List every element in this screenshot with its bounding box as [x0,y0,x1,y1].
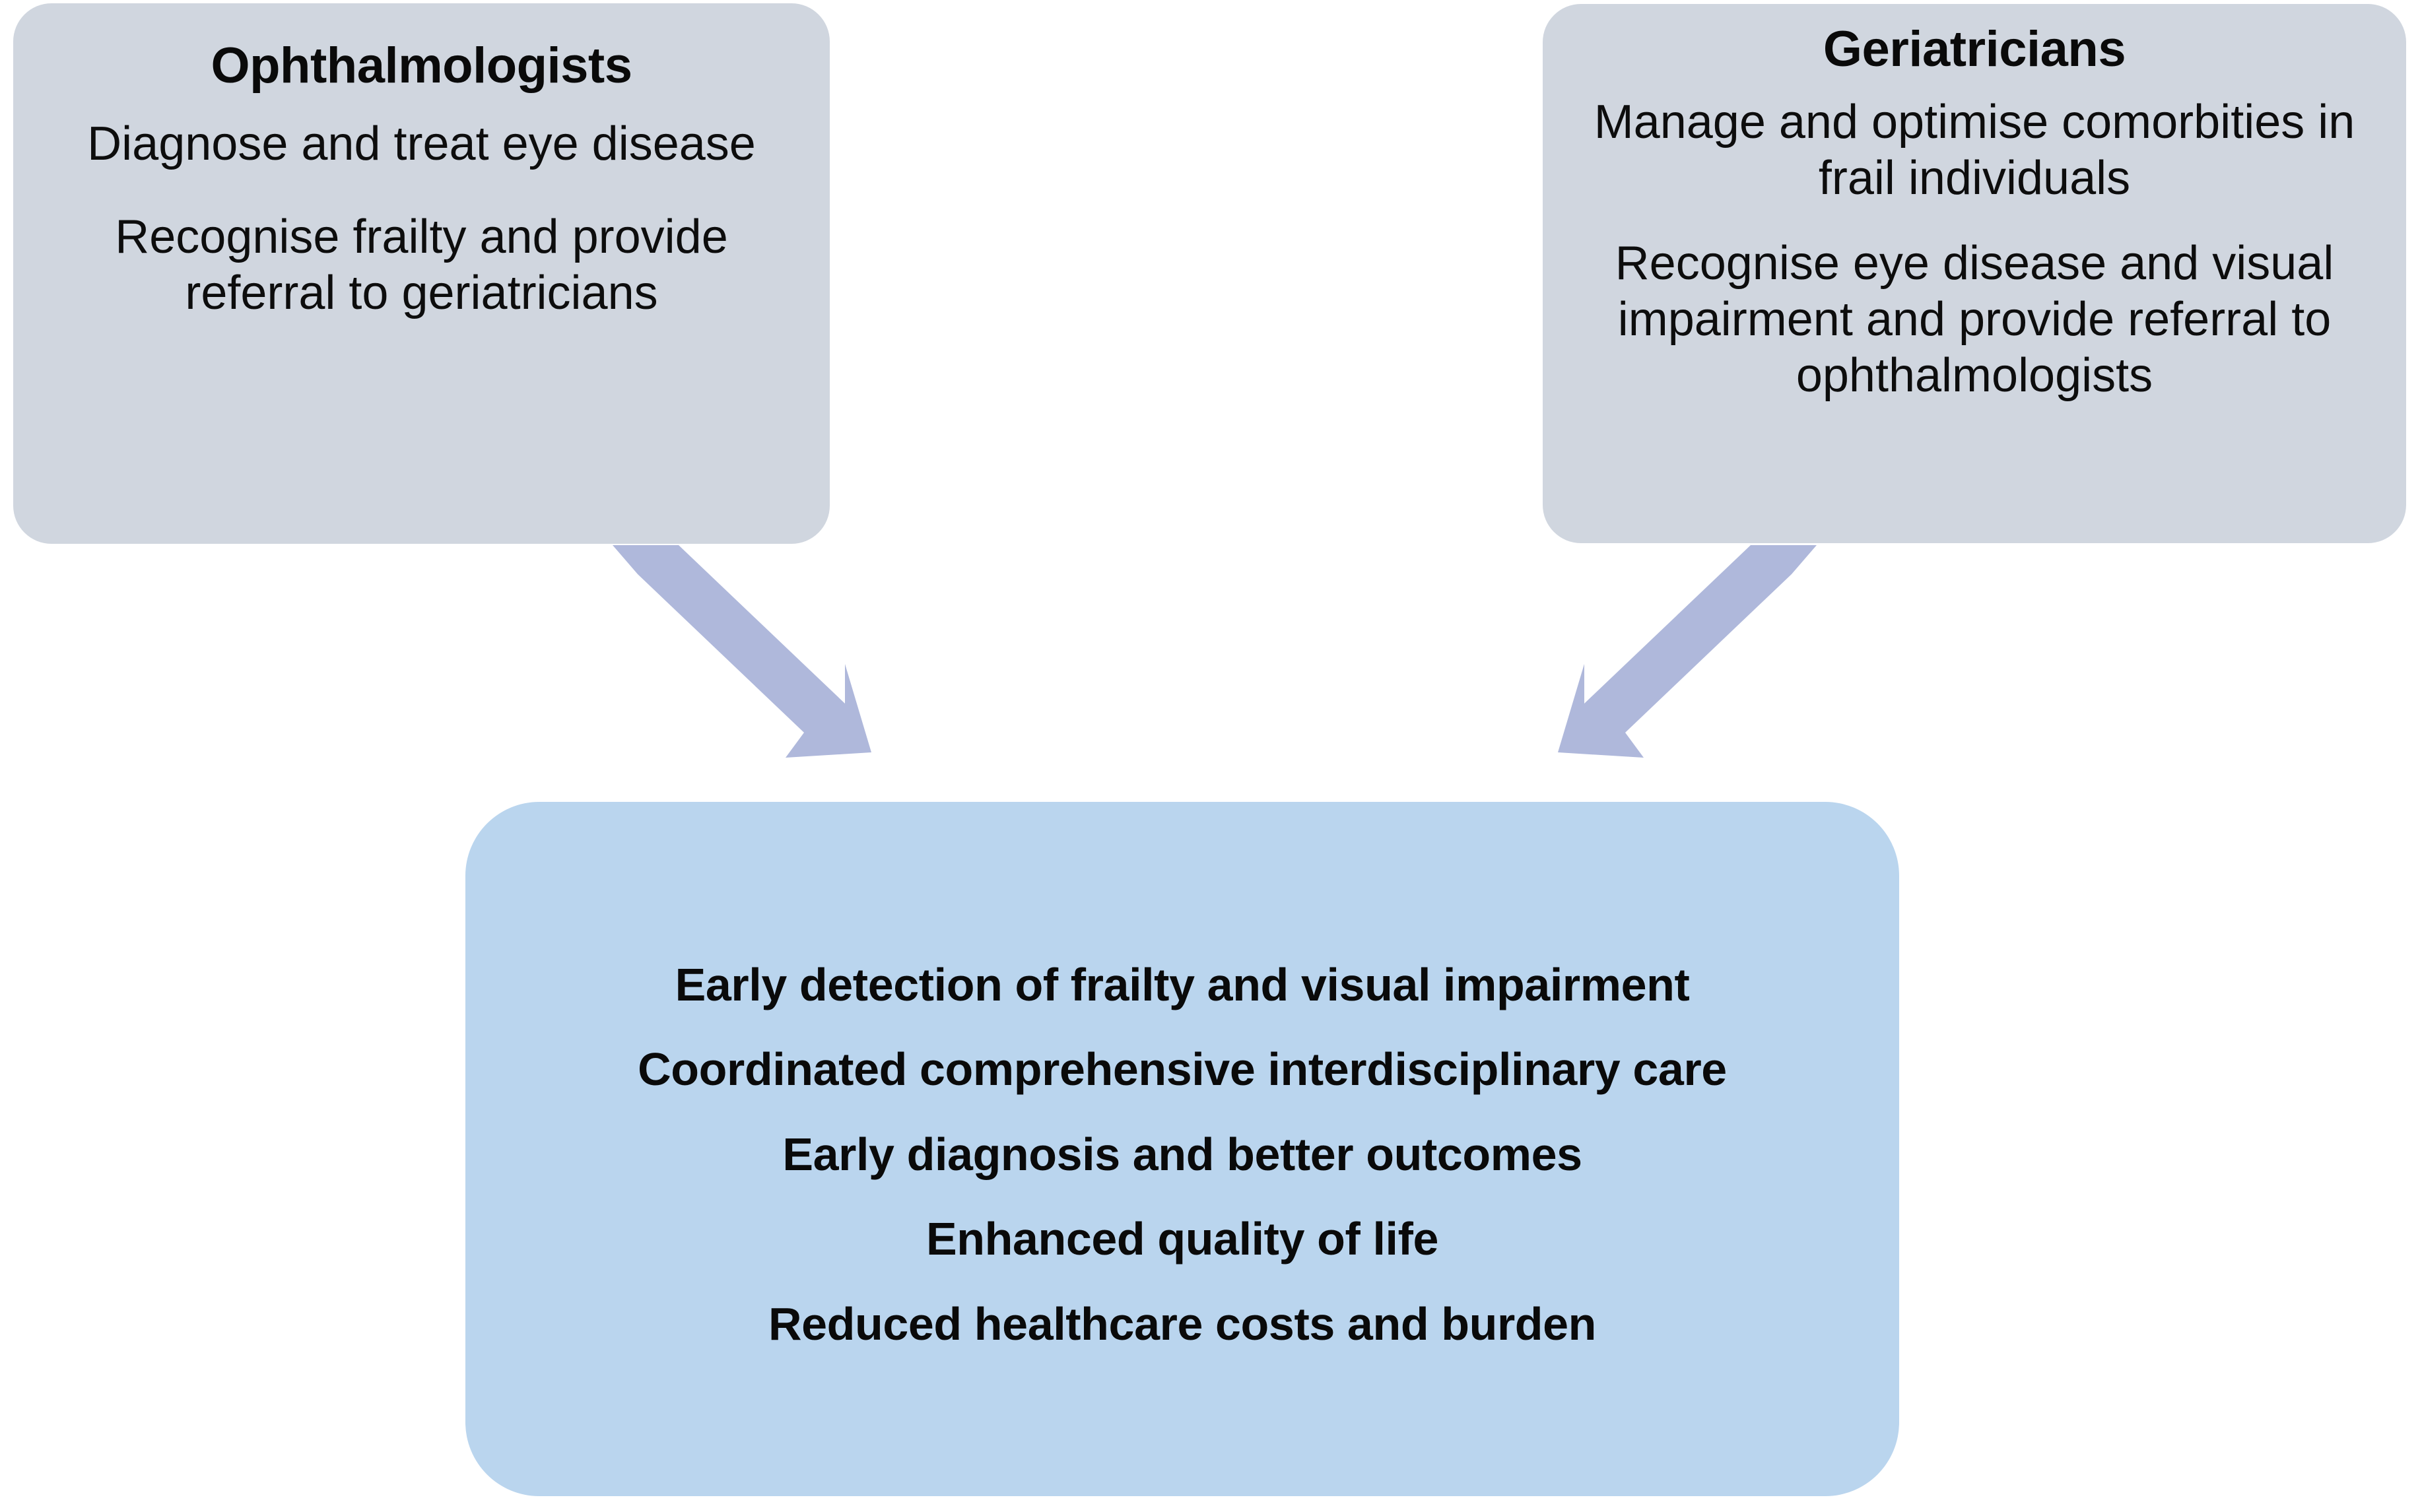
node-outcomes[interactable]: Early detection of frailty and visual im… [465,802,1899,1496]
node-geriatricians-line-2: Recognise eye disease and visual impairm… [1615,237,2334,402]
node-geriatricians-title: Geriatricians [1823,21,2126,77]
node-ophthalmologists-line-1: Diagnose and treat eye disease [87,117,756,171]
node-ophthalmologists[interactable]: Ophthalmologists Diagnose and treat eye … [13,3,830,544]
node-ophthalmologists-line-2: Recognise frailty and provide referral t… [115,211,728,320]
edge-ophthalmologists-to-outcomes-arrow-icon [613,545,871,758]
outcome-item-3: Early diagnosis and better outcomes [782,1128,1582,1180]
outcome-item-4: Enhanced quality of life [925,1213,1439,1265]
outcome-item-1: Early detection of frailty and visual im… [675,959,1690,1010]
edge-geriatricians-to-outcomes-arrow-icon [1558,545,1817,758]
node-ophthalmologists-title: Ophthalmologists [211,38,633,94]
node-geriatricians-lines: Manage and optimise comorbities in frail… [1565,77,2384,404]
node-geriatricians-line-1: Manage and optimise comorbities in frail… [1594,96,2355,205]
node-geriatricians[interactable]: Geriatricians Manage and optimise comorb… [1543,4,2406,543]
outcome-item-5: Reduced healthcare costs and burden [768,1298,1597,1350]
outcome-item-2: Coordinated comprehensive interdisciplin… [638,1043,1727,1096]
node-ophthalmologists-lines: Diagnose and treat eye disease Recognise… [36,94,807,321]
